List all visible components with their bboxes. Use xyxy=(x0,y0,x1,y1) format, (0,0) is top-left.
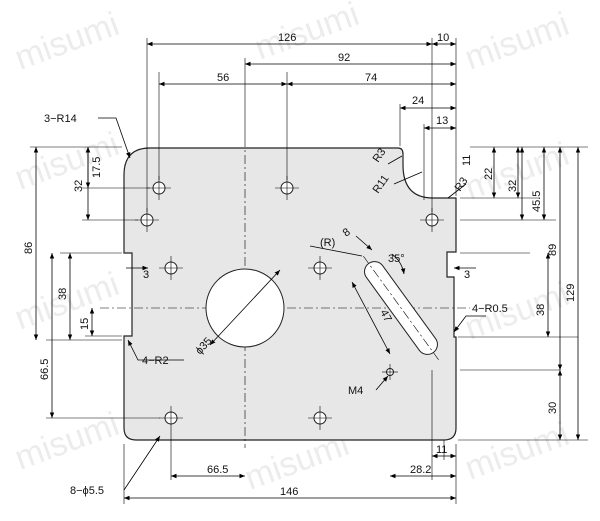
dim-label-146: 146 xyxy=(280,486,298,498)
dim-label-13: 13 xyxy=(436,115,448,127)
watermark-text: misumi xyxy=(10,5,124,78)
dim-label-slot-length: 47 xyxy=(377,308,393,324)
dim-label-129: 129 xyxy=(565,284,577,302)
dim-label-4-r2: 4−R2 xyxy=(142,355,169,367)
slot-centerline xyxy=(363,256,439,360)
watermark-text: misumi xyxy=(10,405,124,478)
dim-label-8-phi5-5: 8−ϕ5.5 xyxy=(70,485,104,497)
watermark-text: misumi xyxy=(460,5,574,78)
dim-label-22: 22 xyxy=(483,168,495,180)
dim-label-38-left: 38 xyxy=(57,288,69,300)
dim-label-66-5-bottom: 66.5 xyxy=(207,464,228,476)
dim-label-4-r0-5: 4−R0.5 xyxy=(472,303,508,315)
dim-label-66-5-left: 66.5 xyxy=(39,359,51,380)
dim-label-24: 24 xyxy=(412,95,424,107)
dim-label-10: 10 xyxy=(437,32,449,44)
dim-label-32-right: 32 xyxy=(507,180,519,192)
dim-label-45-5: 45.5 xyxy=(531,191,543,212)
dim-label-17-5: 17.5 xyxy=(91,157,103,178)
dim-label-38-right: 38 xyxy=(535,304,547,316)
bottom-dimension-labels: 66.5 146 28.2 11 8−ϕ5.5 xyxy=(70,444,447,498)
dim-label-28-2: 28.2 xyxy=(410,464,431,476)
dim-label-slot-radius: (R) xyxy=(320,237,335,249)
left-dimension-labels: 3−R14 17.5 32 86 38 15 66.5 3 4−R2 xyxy=(23,113,169,380)
plate-outline xyxy=(123,147,457,441)
dim-label-126: 126 xyxy=(278,32,296,44)
dimension-lines xyxy=(33,41,581,501)
dim-label-3-left: 3 xyxy=(143,269,149,281)
dim-label-3-right: 3 xyxy=(464,269,470,281)
dim-label-11-bottom: 11 xyxy=(436,444,447,456)
right-dimension-labels: 11 22 32 45.5 89 129 38 30 3 4−R0.5 xyxy=(461,155,577,414)
watermark-text: misumi xyxy=(460,135,574,208)
watermark-text: misumi xyxy=(10,125,124,198)
watermark-text: misumi xyxy=(10,265,124,338)
dim-label-30: 30 xyxy=(547,402,559,414)
watermark-text: misumi xyxy=(460,415,574,488)
dim-label-86: 86 xyxy=(23,242,35,254)
leader-lines xyxy=(98,117,486,491)
dim-label-m4: M4 xyxy=(348,385,363,397)
dim-label-56: 56 xyxy=(217,72,229,84)
hole-crosshairs xyxy=(135,176,444,430)
dim-label-11-right: 11 xyxy=(461,155,473,166)
dim-label-74: 74 xyxy=(365,72,377,84)
dim-label-32-left: 32 xyxy=(73,180,85,192)
dim-label-92: 92 xyxy=(338,52,350,64)
top-dimension-labels: 126 10 92 56 74 24 13 xyxy=(217,32,449,127)
dim-label-slot-angle: 35° xyxy=(388,253,405,265)
dim-label-15: 15 xyxy=(79,318,91,330)
dim-label-89: 89 xyxy=(547,244,559,256)
dim-label-3-r14: 3−R14 xyxy=(44,113,77,125)
